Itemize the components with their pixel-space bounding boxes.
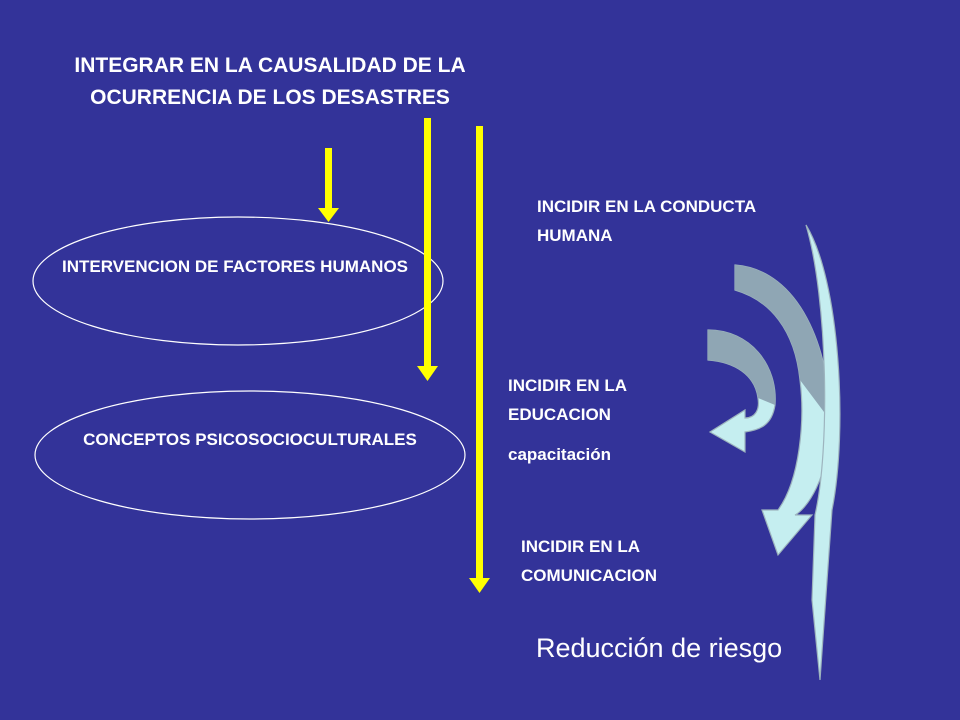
oval-factores-humanos-label: INTERVENCION DE FACTORES HUMANOS: [61, 257, 409, 276]
curved-arrow-tall: [805, 224, 841, 681]
label-incidir-comunicacion: INCIDIR EN LA COMUNICACION: [521, 537, 657, 585]
arrow-long: [469, 126, 490, 593]
curved-arrow-large-shade: [735, 265, 830, 420]
arrow-medium: [417, 118, 438, 381]
label-incidir-conducta: INCIDIR EN LA CONDUCTA HUMANA: [537, 197, 756, 245]
footer-reduccion-riesgo: Reducción de riesgo: [536, 633, 783, 663]
oval-factores-humanos: [32, 216, 444, 346]
label-incidir-educacion: INCIDIR EN LA EDUCACION: [508, 376, 627, 424]
oval-conceptos-label: CONCEPTOS PSICOSOCIOCULTURALES: [83, 430, 417, 449]
diagram-title: INTEGRAR EN LA CAUSALIDAD DE LA OCURRENC…: [74, 54, 466, 109]
curved-arrow-small-shade: [708, 330, 776, 405]
arrow-short: [318, 148, 339, 222]
oval-conceptos: [34, 390, 466, 520]
label-capacitacion: capacitación: [508, 445, 611, 464]
